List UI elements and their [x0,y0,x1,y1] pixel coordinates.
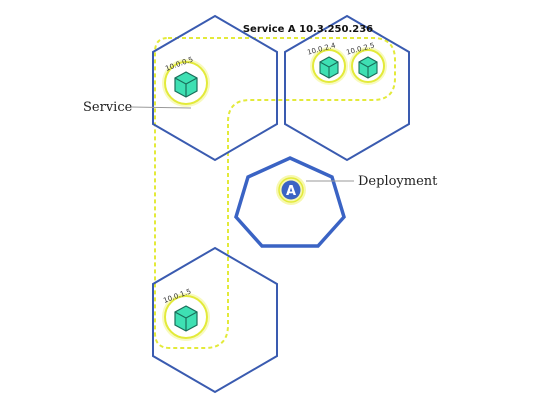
pod-1: 10.0.0.5 [162,55,210,107]
node-hexagon-top-right [284,14,410,162]
pod-4: 10.0.1.5 [162,287,210,341]
cube-icon [358,56,378,79]
node-hexagon-top-left [152,14,278,162]
cube-icon [319,56,339,79]
deployment-badge-letter: A [286,184,296,199]
cube-icon [174,71,198,98]
service-title: Service A 10.3.250.236 [243,24,373,35]
deployment-label: Deployment [358,174,438,189]
deployment-heptagon [234,156,346,248]
service-boundary [154,37,396,349]
service-label: Service [83,100,133,115]
pod-2: 10.0.2.4 [306,41,348,85]
cube-icon [174,305,198,332]
kubernetes-deployment-icon: A [276,175,306,205]
service-leader-line [130,106,192,109]
node-hexagon-bottom [152,246,278,394]
pod-3: 10.0.2.5 [345,41,387,85]
